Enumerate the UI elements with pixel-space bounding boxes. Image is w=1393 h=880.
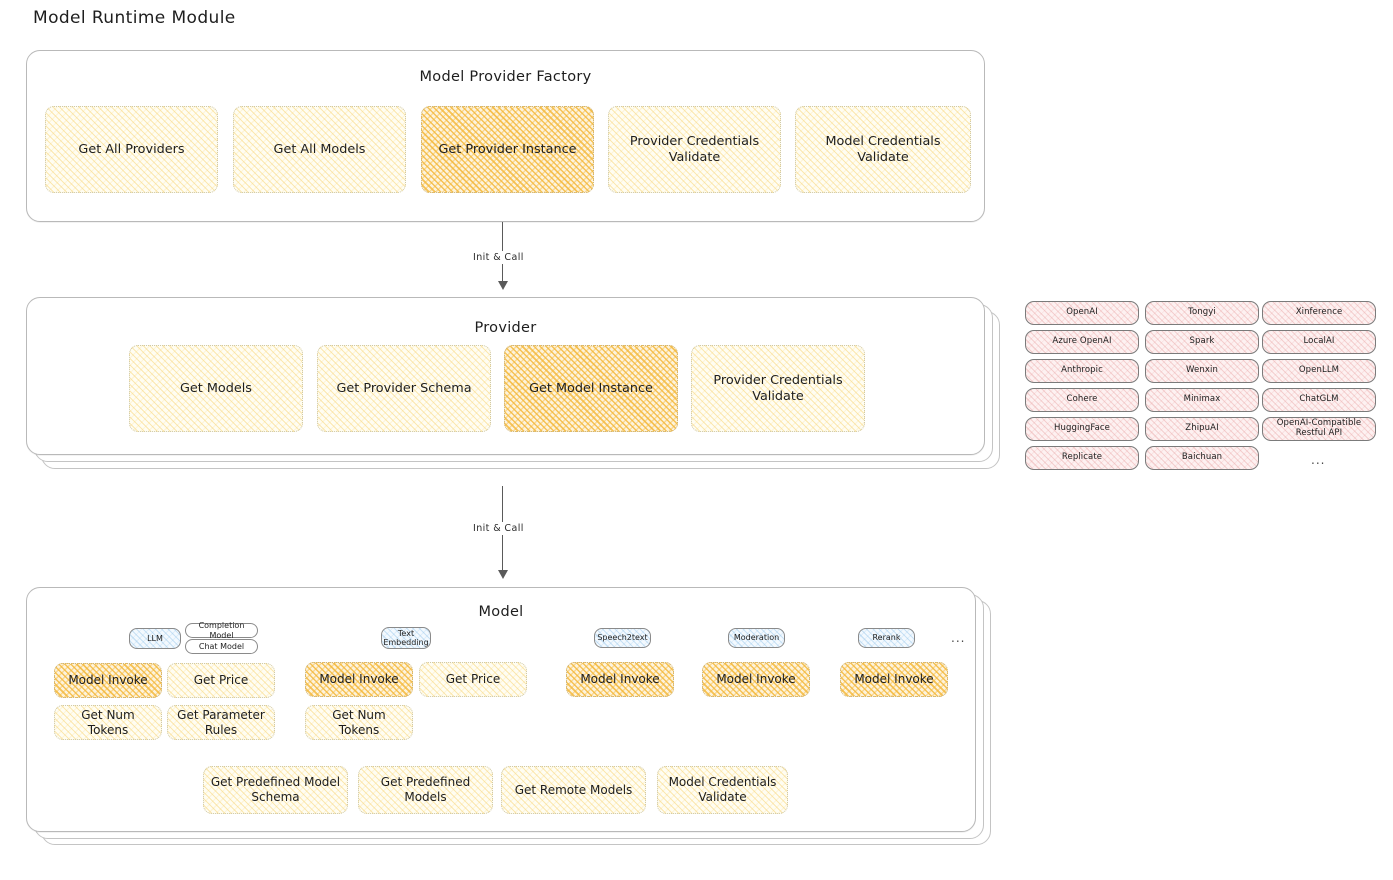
node-llm-get-price[interactable]: Get Price	[167, 663, 275, 698]
node-model-credentials-validate[interactable]: Model Credentials Validate	[795, 106, 971, 193]
provider-pill-huggingface[interactable]: HuggingFace	[1025, 417, 1139, 441]
node-get-remote-models[interactable]: Get Remote Models	[501, 766, 646, 814]
provider-pill-minimax[interactable]: Minimax	[1145, 388, 1259, 412]
provider-title: Provider	[474, 320, 537, 336]
node-text-embedding-model-invoke[interactable]: Model Invoke	[305, 662, 413, 697]
node-provider-credentials-validate[interactable]: Provider Credentials Validate	[608, 106, 781, 193]
model-type-badge-speech2text[interactable]: Speech2text	[594, 628, 651, 648]
node-provider-credentials-validate-2[interactable]: Provider Credentials Validate	[691, 345, 865, 432]
model-subbadge-completion-model[interactable]: Completion Model	[185, 621, 258, 640]
provider-pill-azure-openai[interactable]: Azure OpenAI	[1025, 330, 1139, 354]
model-types-more-ellipsis: ...	[951, 631, 966, 645]
node-get-provider-schema[interactable]: Get Provider Schema	[317, 345, 491, 432]
connector-2-arrowhead	[498, 570, 508, 579]
model-type-badge-moderation[interactable]: Moderation	[728, 628, 785, 648]
node-get-all-models[interactable]: Get All Models	[233, 106, 406, 193]
provider-pill-xinference[interactable]: Xinference	[1262, 301, 1376, 325]
model-title: Model	[478, 604, 524, 620]
provider-pill-tongyi[interactable]: Tongyi	[1145, 301, 1259, 325]
node-rerank-model-invoke[interactable]: Model Invoke	[840, 662, 948, 697]
provider-pill-replicate[interactable]: Replicate	[1025, 446, 1139, 470]
node-get-predefined-model-schema[interactable]: Get Predefined Model Schema	[203, 766, 348, 814]
node-get-provider-instance[interactable]: Get Provider Instance	[421, 106, 594, 193]
connector-1-arrowhead	[498, 281, 508, 290]
node-speech2text-model-invoke[interactable]: Model Invoke	[566, 662, 674, 697]
node-llm-get-parameter-rules[interactable]: Get Parameter Rules	[167, 705, 275, 740]
node-get-predefined-models[interactable]: Get Predefined Models	[358, 766, 493, 814]
model-type-badge-rerank[interactable]: Rerank	[858, 628, 915, 648]
node-text-embedding-get-num-tokens[interactable]: Get Num Tokens	[305, 705, 413, 740]
provider-pill-cohere[interactable]: Cohere	[1025, 388, 1139, 412]
provider-pill-chatglm[interactable]: ChatGLM	[1262, 388, 1376, 412]
provider-pill-openai-compatible-restful-api[interactable]: OpenAI-Compatible Restful API	[1262, 417, 1376, 441]
provider-pill-localai[interactable]: LocalAI	[1262, 330, 1376, 354]
page-title: Model Runtime Module	[33, 8, 236, 28]
model-type-badge-text-embedding[interactable]: Text Embedding	[381, 627, 431, 649]
node-model-credentials-validate-2[interactable]: Model Credentials Validate	[657, 766, 788, 814]
provider-pill-baichuan[interactable]: Baichuan	[1145, 446, 1259, 470]
provider-list-more-ellipsis: ...	[1311, 453, 1326, 467]
provider-pill-zhipuai[interactable]: ZhipuAI	[1145, 417, 1259, 441]
node-moderation-model-invoke[interactable]: Model Invoke	[702, 662, 810, 697]
node-get-models[interactable]: Get Models	[129, 345, 303, 432]
provider-pill-openllm[interactable]: OpenLLM	[1262, 359, 1376, 383]
provider-pill-openai[interactable]: OpenAI	[1025, 301, 1139, 325]
model-subbadge-chat-model[interactable]: Chat Model	[185, 639, 258, 654]
node-get-all-providers[interactable]: Get All Providers	[45, 106, 218, 193]
node-text-embedding-get-price[interactable]: Get Price	[419, 662, 527, 697]
node-llm-get-num-tokens[interactable]: Get Num Tokens	[54, 705, 162, 740]
provider-pill-wenxin[interactable]: Wenxin	[1145, 359, 1259, 383]
model-type-badge-llm[interactable]: LLM	[129, 628, 181, 649]
connector-1-label: Init & Call	[469, 251, 528, 264]
node-get-model-instance[interactable]: Get Model Instance	[504, 345, 678, 432]
connector-2-label: Init & Call	[469, 522, 528, 535]
model-provider-factory-title: Model Provider Factory	[419, 69, 592, 85]
node-llm-model-invoke[interactable]: Model Invoke	[54, 663, 162, 698]
provider-pill-anthropic[interactable]: Anthropic	[1025, 359, 1139, 383]
provider-pill-spark[interactable]: Spark	[1145, 330, 1259, 354]
